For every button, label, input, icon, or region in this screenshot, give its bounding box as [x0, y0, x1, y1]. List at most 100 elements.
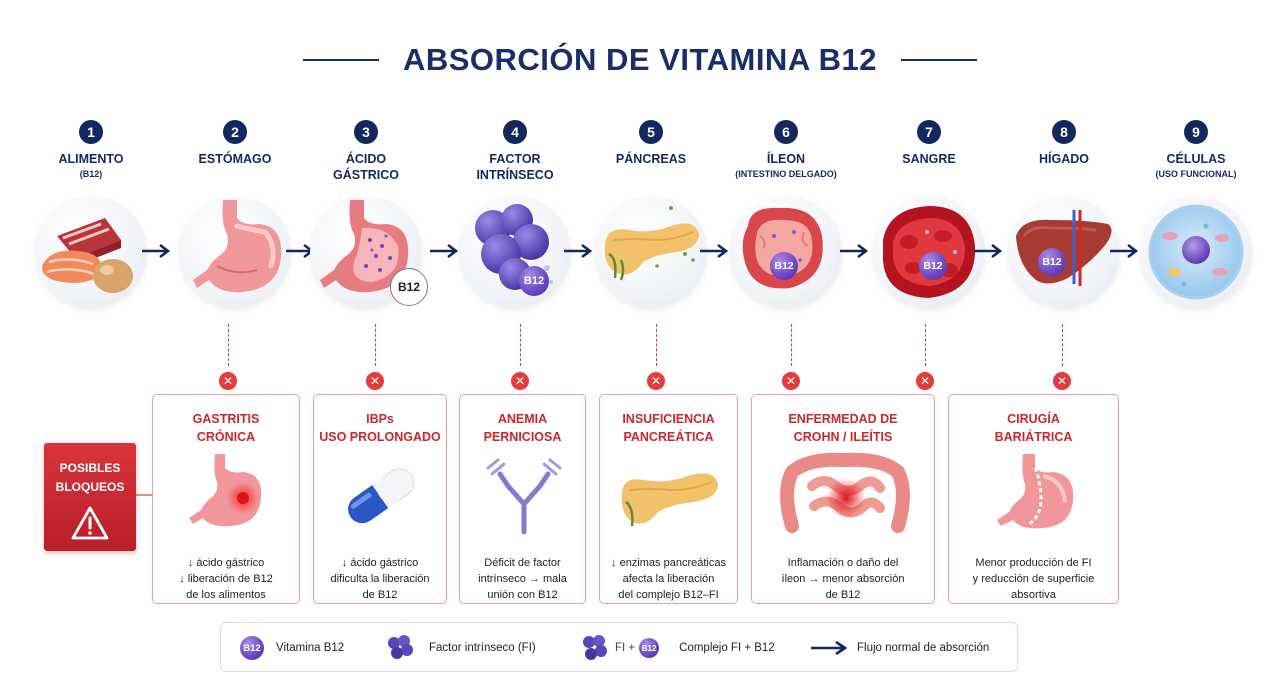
possible-blockers-label: POSIBLES BLOQUEOS	[55, 461, 125, 494]
bariatric-stomach-icon	[997, 454, 1074, 529]
b12-molecule-icon: B12	[919, 252, 947, 280]
step-1: 1 ALIMENTO (B12)	[23, 120, 159, 180]
antibody-icon	[486, 458, 562, 535]
step-label: HÍGADO	[1039, 152, 1089, 166]
possible-blockers-badge: POSIBLES BLOQUEOS	[44, 443, 136, 551]
stomach-illustration	[179, 196, 291, 308]
food-illustration	[35, 196, 147, 308]
blocker-image	[153, 452, 299, 535]
blocker-card-gastritis: GASTRITIS CRÓNICA ↓ ácido gástrico ↓ lib…	[152, 394, 300, 604]
title-bar: ABSORCIÓN DE VITAMINA B12	[0, 38, 1280, 82]
blocker-image	[600, 452, 737, 535]
blocker-card-anemia: ANEMIA PERNICIOSA Déficit de factor intr…	[459, 394, 586, 604]
blocker-image	[460, 452, 585, 535]
block-x-icon: ✕	[916, 372, 934, 390]
blocker-card-ibps: IBPs USO PROLONGADO ↓ ácido gástrico dif…	[313, 394, 447, 604]
block-x-icon: ✕	[647, 372, 665, 390]
liver-icon	[1016, 210, 1112, 286]
inflamed-stomach-icon	[189, 454, 262, 527]
block-x-icon: ✕	[366, 372, 384, 390]
cell-illustration	[1140, 196, 1252, 308]
food-icon	[42, 218, 133, 293]
blocker-image	[752, 452, 934, 535]
flow-arrow-icon	[974, 243, 1003, 259]
step-8: 8 HÍGADO	[996, 120, 1132, 167]
step-label: SANGRE	[902, 152, 956, 166]
title-rule-left	[302, 59, 379, 61]
step-sublabel: (INTESTINO DELGADO)	[735, 169, 837, 179]
step-number: 6	[774, 120, 798, 144]
warning-icon	[71, 506, 109, 540]
b12-molecule-icon: B12	[770, 252, 798, 280]
blocker-card-pancreatic: INSUFICIENCIA PANCREÁTICA ↓ enzimas panc…	[599, 394, 738, 604]
flow-arrow-icon	[430, 243, 459, 259]
block-x-icon: ✕	[1053, 372, 1071, 390]
step-9: 9 CÉLULAS (USO FUNCIONAL)	[1128, 120, 1264, 180]
blocker-image	[949, 452, 1118, 535]
block-connector	[656, 324, 657, 366]
block-connector	[228, 324, 229, 366]
blood-illustration: B12	[873, 196, 985, 308]
step-label: PÁNCREAS	[615, 152, 687, 166]
blocker-title: INSUFICIENCIA PANCREÁTICA	[622, 412, 715, 444]
flow-arrow-icon	[1110, 243, 1139, 259]
flow-arrow-icon	[840, 243, 869, 259]
step-number: 8	[1052, 120, 1076, 144]
block-connector	[375, 324, 376, 366]
b12-molecule-icon: B12	[1038, 248, 1066, 276]
blocker-description: ↓ ácido gástrico dificulta la liberación…	[330, 557, 430, 601]
blocker-title: CIRUGÍA BARIÁTRICA	[994, 412, 1073, 444]
pill-capsule-icon	[348, 468, 415, 524]
block-connector	[520, 324, 521, 366]
step-number: 9	[1184, 120, 1208, 144]
blocker-description: ↓ ácido gástrico ↓ liberación de B12 de …	[179, 557, 273, 601]
blocker-description: Déficit de factor intrínseco → mala unió…	[478, 557, 567, 601]
pancreas-icon	[621, 473, 718, 527]
b12-molecule-icon: B12	[240, 636, 264, 660]
step-number: 7	[917, 120, 941, 144]
title-rule-right	[901, 59, 978, 61]
step-4: 4 FACTOR INTRÍNSECO	[447, 120, 583, 183]
flow-arrow-icon	[142, 243, 171, 259]
block-x-icon: ✕	[782, 372, 800, 390]
block-connector	[791, 324, 792, 366]
blocker-title: GASTRITIS CRÓNICA	[192, 412, 260, 444]
flow-arrow-icon	[811, 640, 848, 656]
blocker-title: ENFERMEDAD DE CROHN / ILEÍTIS	[788, 412, 898, 444]
legend-item-complex: FI + B12 Complejo FI + B12	[581, 623, 775, 673]
legend-label: Complejo FI + B12	[679, 642, 775, 654]
step-label: CÉLULAS	[1166, 152, 1226, 166]
stomach-icon	[193, 200, 282, 293]
intrinsic-factor-icon	[475, 204, 553, 290]
blocker-description: ↓ enzimas pancreáticas afecta la liberac…	[611, 557, 726, 601]
b12-molecule-icon: B12	[639, 638, 660, 658]
legend: B12 Vitamina B12 Factor intrínseco (FI) …	[220, 622, 1018, 672]
block-x-icon: ✕	[219, 372, 237, 390]
step-label: ALIMENTO	[58, 152, 124, 166]
intrinsic-factor-icon	[388, 635, 413, 659]
step-6: 6 ÍLEON (INTESTINO DELGADO)	[718, 120, 854, 180]
blocker-title: ANEMIA PERNICIOSA	[483, 412, 562, 444]
step-number: 3	[354, 120, 378, 144]
step-number: 5	[639, 120, 663, 144]
legend-label: Factor intrínseco (FI)	[429, 642, 536, 654]
stomach-acid-icon	[320, 200, 409, 293]
blocker-title: IBPs USO PROLONGADO	[319, 412, 441, 444]
blocker-description: Inflamación o daño del íleon → menor abs…	[781, 557, 905, 601]
block-connector	[1062, 324, 1063, 366]
legend-label: Flujo normal de absorción	[857, 642, 990, 654]
step-label: ESTÓMAGO	[198, 152, 272, 166]
intrinsic-factor-illustration: B12	[459, 196, 571, 308]
legend-label: Vitamina B12	[276, 642, 345, 654]
blockers-connector	[136, 494, 152, 496]
step-sublabel: (USO FUNCIONAL)	[1155, 169, 1237, 179]
cell-icon	[1148, 204, 1244, 300]
intrinsic-factor-icon	[583, 635, 607, 660]
step-sublabel: (B12)	[79, 169, 103, 179]
step-5: 5 PÁNCREAS	[583, 120, 719, 167]
blocker-card-bariatric: CIRUGÍA BARIÁTRICA Menor producción de F…	[948, 394, 1119, 604]
step-label: ÍLEON	[766, 152, 806, 166]
blocker-card-crohn: ENFERMEDAD DE CROHN / ILEÍTIS Inflamació…	[751, 394, 935, 604]
step-7: 7 SANGRE	[861, 120, 997, 167]
pancreas-illustration	[595, 196, 707, 308]
